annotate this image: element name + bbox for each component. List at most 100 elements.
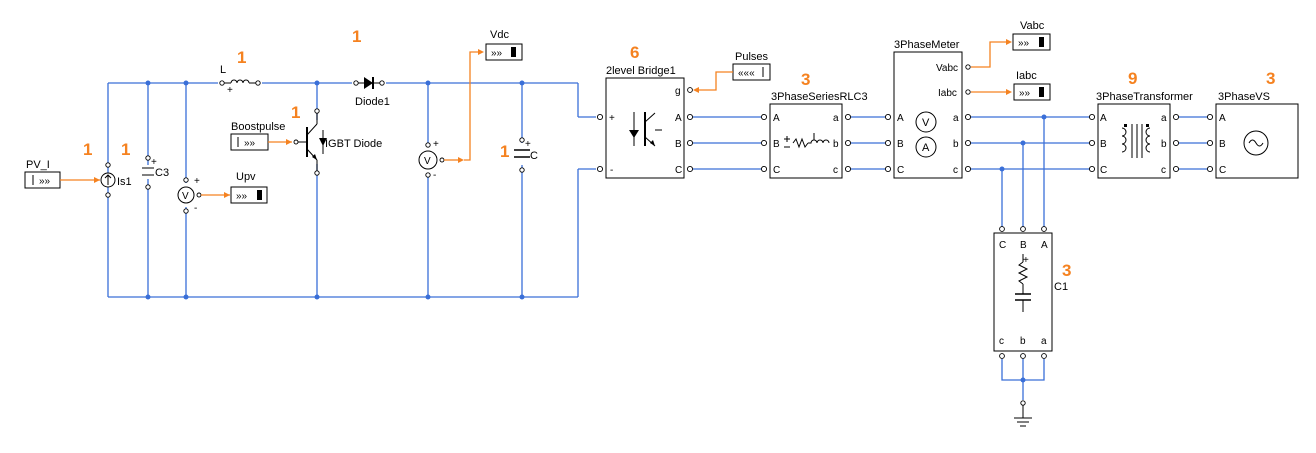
two-level-bridge[interactable] xyxy=(596,77,694,179)
c3-capacitor[interactable] xyxy=(140,155,156,190)
vdc-voltmeter[interactable] xyxy=(418,49,484,178)
c1-plus: + xyxy=(1023,255,1029,266)
rlc-port-b-out: b xyxy=(833,139,839,150)
annotation-c3: 1 xyxy=(121,140,130,159)
annotation-igbt: 1 xyxy=(291,103,300,122)
c-plus: + xyxy=(525,139,531,150)
vdc-minus: - xyxy=(433,170,436,181)
iabc-output-tag[interactable]: »» xyxy=(1013,83,1051,101)
meter-port-vabc: Vabc xyxy=(936,63,958,74)
transformer-port-c-in: C xyxy=(1100,165,1107,176)
annotation-bridge: 6 xyxy=(630,43,639,62)
c1-port-a-top: A xyxy=(1041,240,1048,251)
upv-output-tag[interactable]: »» xyxy=(230,186,268,204)
rlc-port-b-in: B xyxy=(773,139,780,150)
vs-port-b: B xyxy=(1219,139,1226,150)
inductor-label: L xyxy=(220,64,226,76)
pulses-input-tag[interactable]: ««« xyxy=(693,63,771,93)
vdc-plus: + xyxy=(433,139,439,150)
transformer-port-a-out: a xyxy=(1161,113,1167,124)
bridge-label: 2level Bridge1 xyxy=(606,65,676,77)
bridge-port-plus: + xyxy=(609,113,615,124)
annotation-inductor: 1 xyxy=(237,48,246,67)
vdc-output-tag[interactable]: »» xyxy=(485,43,523,61)
three-phase-series-rlc[interactable] xyxy=(760,103,852,179)
vdc-v-symbol: V xyxy=(424,156,431,167)
three-phase-voltage-source[interactable] xyxy=(1206,103,1299,179)
dc-junctions xyxy=(145,80,525,300)
c1-port-b-top: B xyxy=(1020,240,1027,251)
pv-input-tag[interactable]: »» xyxy=(24,171,100,189)
igbt-label: IGBT Diode xyxy=(325,138,382,150)
three-phase-meter[interactable] xyxy=(884,51,972,179)
vs-label: 3PhaseVS xyxy=(1218,91,1270,103)
transformer-port-a-in: A xyxy=(1100,113,1107,124)
meter-port-a-out: a xyxy=(953,113,959,124)
upv-v-symbol: V xyxy=(182,191,189,202)
upv-plus: + xyxy=(194,176,200,187)
meter-label: 3PhaseMeter xyxy=(894,39,960,51)
annotation-vs: 3 xyxy=(1266,69,1275,88)
bridge-port-minus: - xyxy=(610,165,613,176)
upv-minus: - xyxy=(194,203,197,214)
meter-v-symbol: V xyxy=(922,117,930,129)
vabc-output-signal xyxy=(971,39,1012,68)
vs-port-a: A xyxy=(1219,113,1226,124)
is1-label: Is1 xyxy=(117,176,132,188)
diode1[interactable] xyxy=(353,77,385,89)
vdc-label: Vdc xyxy=(490,29,509,41)
igbt-diode[interactable] xyxy=(293,108,330,176)
bridge-port-c: C xyxy=(675,165,682,176)
vabc-label: Vabc xyxy=(1020,20,1045,32)
annotation-rlc: 3 xyxy=(801,70,810,89)
rlc-port-a-out: a xyxy=(833,113,839,124)
inductor-plus: + xyxy=(227,85,233,96)
c3-label: C3 xyxy=(155,167,169,179)
transformer-port-b-out: b xyxy=(1161,139,1167,150)
iabc-label: Iabc xyxy=(1016,70,1037,82)
upv-label: Upv xyxy=(236,171,256,183)
inductor-l[interactable] xyxy=(219,77,261,89)
transformer-port-b-in: B xyxy=(1100,139,1107,150)
meter-port-b-out: b xyxy=(953,139,959,150)
svg-text:«««: ««« xyxy=(738,68,755,79)
bridge-port-a: A xyxy=(675,113,682,124)
svg-text:»»: »» xyxy=(1019,88,1031,99)
meter-port-iabc: Iabc xyxy=(938,88,957,99)
vabc-output-tag[interactable]: »» xyxy=(1012,33,1051,51)
meter-port-c-in: C xyxy=(897,165,904,176)
bridge-port-g: g xyxy=(675,86,681,97)
c1-port-a-bot: a xyxy=(1041,336,1047,347)
ground-symbol xyxy=(1001,359,1045,427)
svg-text:»»: »» xyxy=(491,48,503,59)
c3-plus: + xyxy=(151,157,157,168)
meter-port-c-out: c xyxy=(953,165,958,176)
annotation-pv-source: 1 xyxy=(83,140,92,159)
c-capacitor[interactable] xyxy=(513,137,531,173)
boostpulse-label: Boostpulse xyxy=(231,121,285,133)
transformer-port-c-out: c xyxy=(1161,165,1166,176)
c1-load[interactable] xyxy=(993,226,1053,359)
ac-wires-3 xyxy=(971,114,1091,228)
rlc-port-c-in: C xyxy=(773,165,780,176)
bridge-port-b: B xyxy=(675,139,682,150)
transformer-label: 3PhaseTransformer xyxy=(1096,91,1193,103)
annotation-transformer: 9 xyxy=(1128,69,1137,88)
iabc-output-signal xyxy=(971,89,1012,95)
meter-a-symbol: A xyxy=(922,142,930,154)
c1-port-c-top: C xyxy=(999,240,1006,251)
vs-port-c: C xyxy=(1219,165,1226,176)
svg-text:»»: »» xyxy=(39,176,51,187)
pv-current-source[interactable] xyxy=(100,162,116,198)
svg-text:»»: »» xyxy=(244,138,256,149)
rlc-port-c-out: c xyxy=(833,165,838,176)
annotation-c-dc: 1 xyxy=(500,142,509,161)
boostpulse-input-tag[interactable]: »» xyxy=(230,133,292,151)
three-phase-transformer[interactable] xyxy=(1088,103,1180,179)
pv-label: PV_I xyxy=(26,159,50,171)
diode-label: Diode1 xyxy=(355,96,390,108)
ac-wires-1 xyxy=(693,116,761,170)
upv-voltmeter[interactable] xyxy=(177,177,230,214)
svg-text:»»: »» xyxy=(236,191,248,202)
